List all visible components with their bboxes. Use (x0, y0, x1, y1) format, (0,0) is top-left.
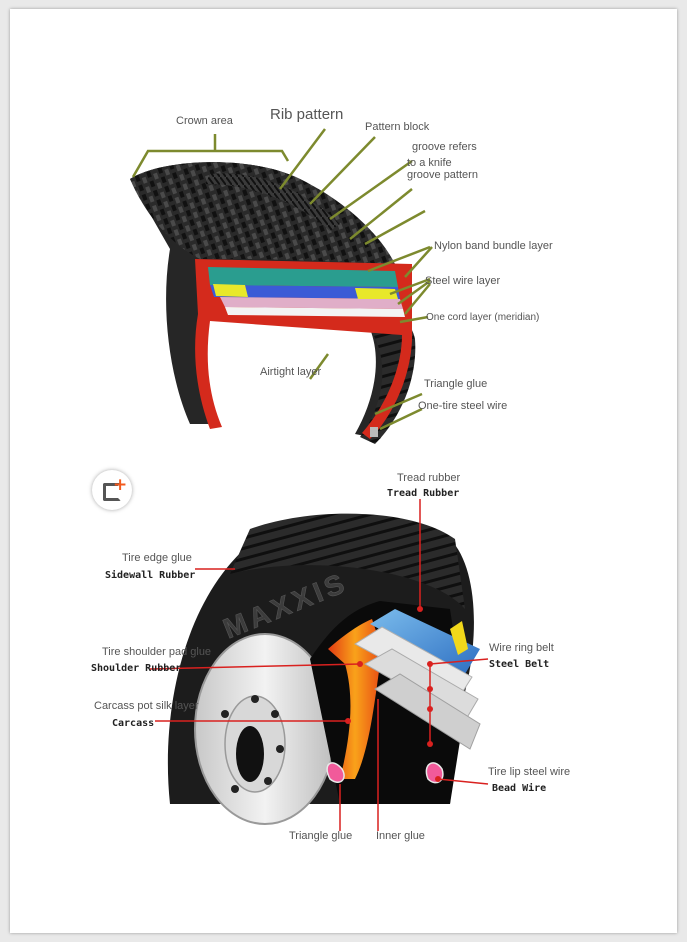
label-triangle-glue-bottom: Triangle glue (289, 830, 352, 842)
label-shoulder-en: Shoulder Rubber (91, 663, 181, 674)
belt-yellow-edge (450, 621, 468, 655)
label-tread-cn: Tread rubber (397, 472, 461, 484)
label-sidewall-cn: Tire edge glue (122, 552, 192, 564)
label-steel-wire-layer: Steel wire layer (425, 275, 501, 287)
label-carcass-en: Carcass (112, 718, 154, 729)
plus-icon: + (113, 475, 128, 495)
top-tread-surface (130, 162, 395, 264)
bottom-truck-tire: MAXXIS (167, 513, 481, 825)
crown-area-bracket (131, 134, 290, 178)
label-sidewall-en: Sidewall Rubber (105, 569, 195, 581)
label-pattern-block: Pattern block (365, 121, 430, 133)
top-yellow-strip-right (355, 288, 398, 299)
label-carcass-cn: Carcass pot silk layer (94, 700, 199, 712)
plus-badge-icon[interactable]: + (92, 470, 132, 510)
label-inner-glue: Inner glue (376, 830, 425, 842)
label-groove-line2: to a knife (407, 157, 452, 169)
leader-dots (345, 606, 441, 782)
label-groove-line3: groove pattern (407, 169, 478, 181)
label-shoulder-cn: Tire shoulder pad glue (102, 646, 211, 658)
top-inner-sidewall (330, 309, 416, 444)
label-nylon-band: Nylon band bundle layer (434, 240, 553, 252)
label-crown-area: Crown area (176, 115, 234, 127)
bottom-leader-lines (149, 499, 489, 831)
bead-wire-left (326, 762, 345, 783)
bottom-tread-grooves (230, 513, 465, 609)
top-steel-wire-band-b (220, 297, 403, 309)
label-rib-pattern: Rib pattern (270, 106, 343, 123)
square-icon (103, 483, 121, 501)
label-cord-layer: One cord layer (meridian) (426, 312, 539, 323)
page: Crown area Rib pattern Pattern block gro… (10, 9, 677, 933)
label-airtight-layer: Airtight layer (260, 366, 321, 378)
label-tire-steel-wire: One-tire steel wire (418, 400, 507, 412)
bottom-carcass-layer (328, 619, 382, 779)
top-steel-wire-band-a (210, 285, 400, 299)
label-bead-en: Bead Wire (492, 782, 546, 794)
lug-nuts (221, 695, 284, 793)
label-groove-line1: groove refers (412, 141, 477, 153)
belt-white-3 (374, 673, 481, 750)
top-yellow-strip-left (213, 284, 248, 297)
top-bead-wire (370, 427, 378, 437)
label-steel-belt-cn: Wire ring belt (489, 642, 554, 654)
label-tread-en: Tread Rubber (387, 488, 459, 499)
label-steel-belt-en: Steel Belt (489, 659, 549, 670)
top-cord-band (225, 307, 405, 317)
label-triangle-glue-top: Triangle glue (424, 378, 487, 390)
wheel-center-hole (236, 726, 264, 782)
top-tire-cutaway (130, 162, 416, 444)
tire-diagrams: Crown area Rib pattern Pattern block gro… (91, 106, 570, 842)
label-bead-cn: Tire lip steel wire (488, 766, 570, 778)
top-nylon-band (208, 267, 398, 287)
top-leader-lines (279, 128, 433, 431)
belt-blue (370, 609, 480, 674)
